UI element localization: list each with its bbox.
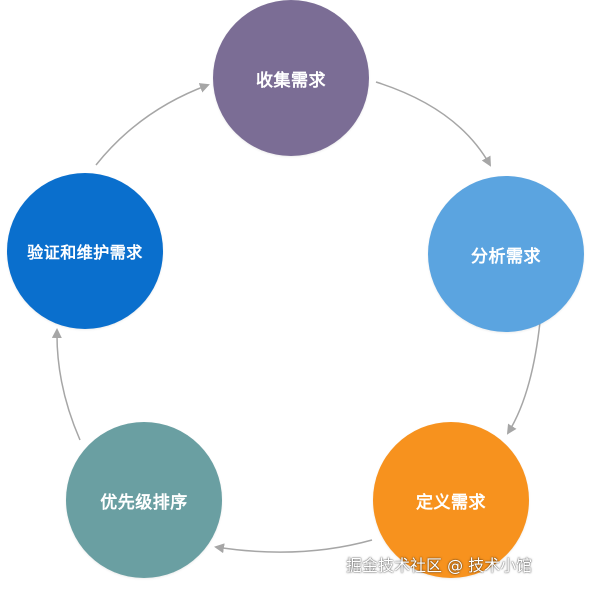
node-define-label: 定义需求: [416, 492, 486, 513]
arrow-analyze-to-define: [506, 321, 541, 435]
node-verify-label: 验证和维护需求: [27, 243, 143, 262]
watermark-text: 掘金技术社区 @ 技术小馆: [346, 556, 533, 575]
node-analyze-requirements: 分析需求: [428, 176, 584, 332]
arrow-verify-to-collect: [95, 83, 210, 166]
arrow-define-to-priority: [214, 539, 373, 554]
arrow-priority-to-verify: [51, 328, 81, 441]
node-prioritize: 优先级排序: [66, 422, 222, 578]
node-collect-label: 收集需求: [256, 70, 326, 91]
node-define-requirements: 定义需求: [373, 422, 529, 578]
arrow-collect-to-analyze: [375, 81, 491, 167]
node-collect-requirements: 收集需求: [213, 0, 369, 156]
node-analyze-label: 分析需求: [471, 246, 541, 267]
node-verify-maintain-requirements: 验证和维护需求: [7, 173, 163, 329]
node-priority-label: 优先级排序: [100, 492, 188, 513]
